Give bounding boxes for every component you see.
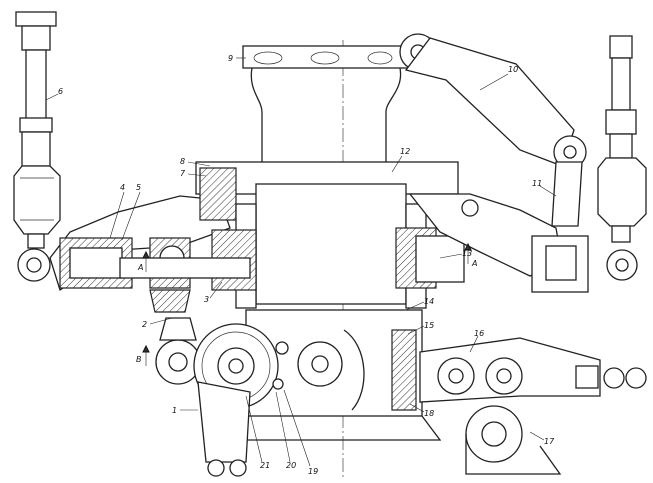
right-arm bbox=[408, 193, 563, 277]
lower-left-lever bbox=[155, 317, 289, 477]
callout-5: 5 bbox=[136, 183, 141, 192]
left-shock-absorber bbox=[13, 11, 61, 282]
callout-4: 4 bbox=[120, 183, 125, 192]
callout-6: 6 bbox=[58, 87, 63, 96]
callout-11: 11 bbox=[532, 179, 542, 188]
callout-19: 19 bbox=[308, 467, 318, 476]
callout-10: 10 bbox=[508, 65, 518, 74]
callout-1: 1 bbox=[172, 406, 177, 415]
callout-18: 18 bbox=[424, 409, 434, 418]
central-housing bbox=[119, 161, 465, 309]
callout-9: 9 bbox=[228, 54, 233, 63]
lower-right-arm bbox=[419, 337, 647, 475]
callout-16: 16 bbox=[474, 329, 484, 338]
right-shock-absorber bbox=[531, 35, 647, 293]
callout-14: 14 bbox=[424, 297, 434, 306]
upper-link bbox=[399, 33, 587, 227]
callout-21: 21 bbox=[260, 461, 270, 470]
section-marks bbox=[142, 242, 472, 366]
callout-12: 12 bbox=[400, 147, 410, 156]
section-mark-a-left: A bbox=[137, 263, 143, 272]
callout-17: 17 bbox=[544, 437, 555, 446]
callout-3: 3 bbox=[204, 295, 209, 304]
callout-7: 7 bbox=[180, 169, 186, 178]
callout-8: 8 bbox=[180, 157, 185, 166]
section-mark-b: B bbox=[136, 355, 142, 364]
callout-20: 20 bbox=[286, 461, 296, 470]
callout-13: 13 bbox=[462, 249, 472, 258]
callout-labels: 1 2 3 4 5 6 7 8 9 10 11 12 13 14 15 16 1… bbox=[58, 54, 555, 476]
callout-15: 15 bbox=[424, 321, 434, 330]
leader-lines bbox=[45, 57, 557, 467]
callout-2: 2 bbox=[142, 320, 147, 329]
upper-frame bbox=[242, 45, 409, 165]
section-mark-a-right: A bbox=[471, 259, 477, 268]
